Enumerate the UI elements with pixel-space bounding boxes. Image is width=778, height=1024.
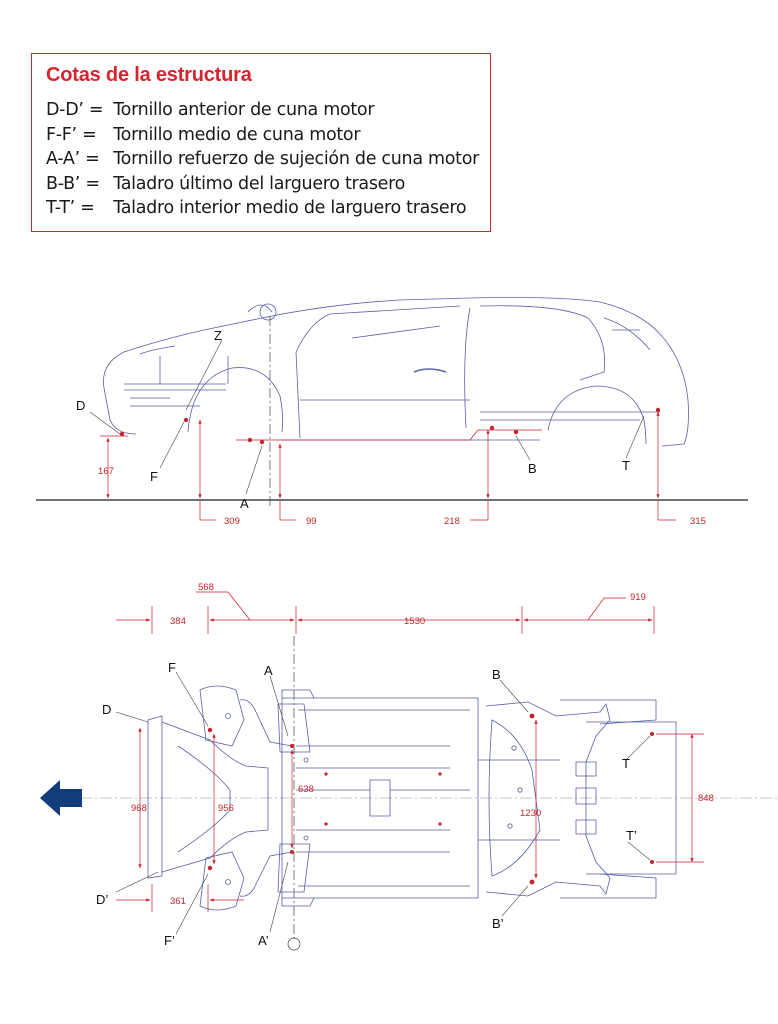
label-z: Z <box>214 328 222 343</box>
legend-title: Cotas de la estructura <box>46 64 252 86</box>
legend-text: Taladro interior medio de larguero trase… <box>113 198 467 218</box>
height-t-value: 315 <box>690 516 706 527</box>
car-body-outline <box>103 297 689 447</box>
dim-1230: 1230 <box>520 808 541 819</box>
height-a-value: 99 <box>306 516 317 527</box>
side-leaders <box>89 339 645 495</box>
legend-code: A-A’ = <box>46 149 100 169</box>
label-t: T <box>622 458 630 473</box>
dim-361: 361 <box>170 896 186 907</box>
top-leaders <box>115 671 651 935</box>
legend-text: Tornillo medio de cuna motor <box>113 124 361 145</box>
legend-code: B-B’ = <box>46 173 100 194</box>
legend-item: D-D’ = Tornillo anterior de cuna motor <box>46 98 479 123</box>
label-d: D <box>76 398 85 413</box>
chassis-outline <box>147 685 677 911</box>
legend-item: T-T’ = Taladro interior medio de larguer… <box>46 196 479 221</box>
label-d-prime: D’ <box>96 892 108 907</box>
height-d-value: 167 <box>98 466 114 477</box>
side-view: Z D F A B T 167 309 99 218 315 <box>36 297 748 527</box>
dim-956: 956 <box>218 803 234 814</box>
legend-list: D-D’ = Tornillo anterior de cuna motor F… <box>46 98 479 221</box>
top-view: F A B D T T’ D’ F’ A’ B’ 568 384 1530 91… <box>40 582 778 951</box>
reference-points <box>207 713 654 885</box>
dim-638: 638 <box>298 784 314 795</box>
label-a: A <box>240 496 249 511</box>
label-d-top: D <box>102 702 111 717</box>
label-b: B <box>528 461 537 476</box>
label-f-prime: F’ <box>164 933 175 948</box>
dim-568: 568 <box>198 582 214 593</box>
dim-848: 848 <box>698 793 714 804</box>
width-dimensions <box>116 719 704 912</box>
height-dimensions <box>100 411 676 521</box>
height-b-value: 218 <box>444 516 460 527</box>
dim-919: 919 <box>630 592 646 603</box>
dim-384: 384 <box>170 616 186 627</box>
legend-code: T-T’ = <box>46 198 95 218</box>
underbody-rail <box>119 407 661 445</box>
horizontal-dimensions <box>116 591 655 634</box>
legend-box: Cotas de la estructura D-D’ = Tornillo a… <box>31 53 491 232</box>
legend-code: D-D’ = <box>46 100 104 120</box>
label-b-top: B <box>492 667 501 682</box>
label-a-prime: A’ <box>258 933 269 948</box>
dim-968: 968 <box>131 803 147 814</box>
label-f: F <box>150 469 158 484</box>
legend-code: F-F’ = <box>46 124 97 145</box>
label-t-prime: T’ <box>626 828 637 843</box>
legend-item: F-F’ = Tornillo medio de cuna motor <box>46 123 479 148</box>
legend-text: Tornillo refuerzo de sujeción de cuna mo… <box>113 149 480 169</box>
label-f-top: F <box>168 660 176 675</box>
label-b-prime: B’ <box>492 916 504 931</box>
dim-1530: 1530 <box>404 616 425 627</box>
legend-item: B-B’ = Taladro último del larguero trase… <box>46 172 479 197</box>
legend-text: Taladro último del larguero trasero <box>113 173 406 194</box>
legend-text: Tornillo anterior de cuna motor <box>113 100 375 120</box>
height-f-value: 309 <box>224 516 240 527</box>
label-a-top: A <box>264 663 273 678</box>
label-t-top: T <box>622 756 630 771</box>
legend-item: A-A’ = Tornillo refuerzo de sujeción de … <box>46 147 479 172</box>
arrow-left-icon <box>40 780 82 816</box>
